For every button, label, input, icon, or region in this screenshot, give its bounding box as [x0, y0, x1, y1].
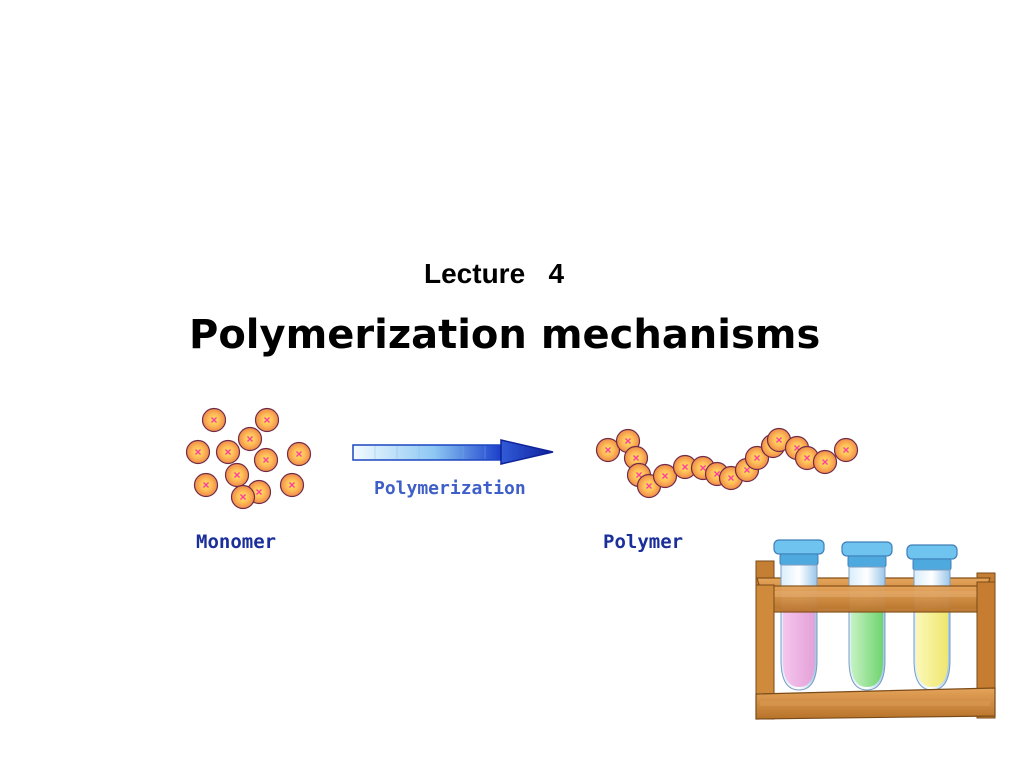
bead-icon [652, 463, 678, 489]
reaction-arrow-icon [352, 439, 554, 465]
bead-icon [215, 439, 241, 465]
bead-icon [279, 472, 305, 498]
bead-icon [185, 439, 211, 465]
monomer-label: Monomer [196, 531, 277, 553]
polymer-label: Polymer [603, 531, 684, 553]
process-label: Polymerization [374, 478, 526, 499]
page-title: Polymerization mechanisms [189, 312, 821, 358]
polymer-chain-icon [595, 427, 859, 499]
bead-icon [254, 407, 280, 433]
bead-icon [230, 484, 256, 510]
bead-icon [237, 426, 263, 452]
lecture-label: Lecture 4 [424, 258, 565, 289]
bead-icon [224, 462, 250, 488]
bead-icon [253, 447, 279, 473]
bead-icon [193, 472, 219, 498]
monomer-bead-icon [185, 407, 312, 510]
bead-icon [812, 449, 838, 475]
bead-icon [833, 437, 859, 463]
test-tube-rack-icon [755, 539, 996, 720]
bead-icon [201, 407, 227, 433]
bead-icon [286, 441, 312, 467]
bead-icon [595, 437, 621, 463]
